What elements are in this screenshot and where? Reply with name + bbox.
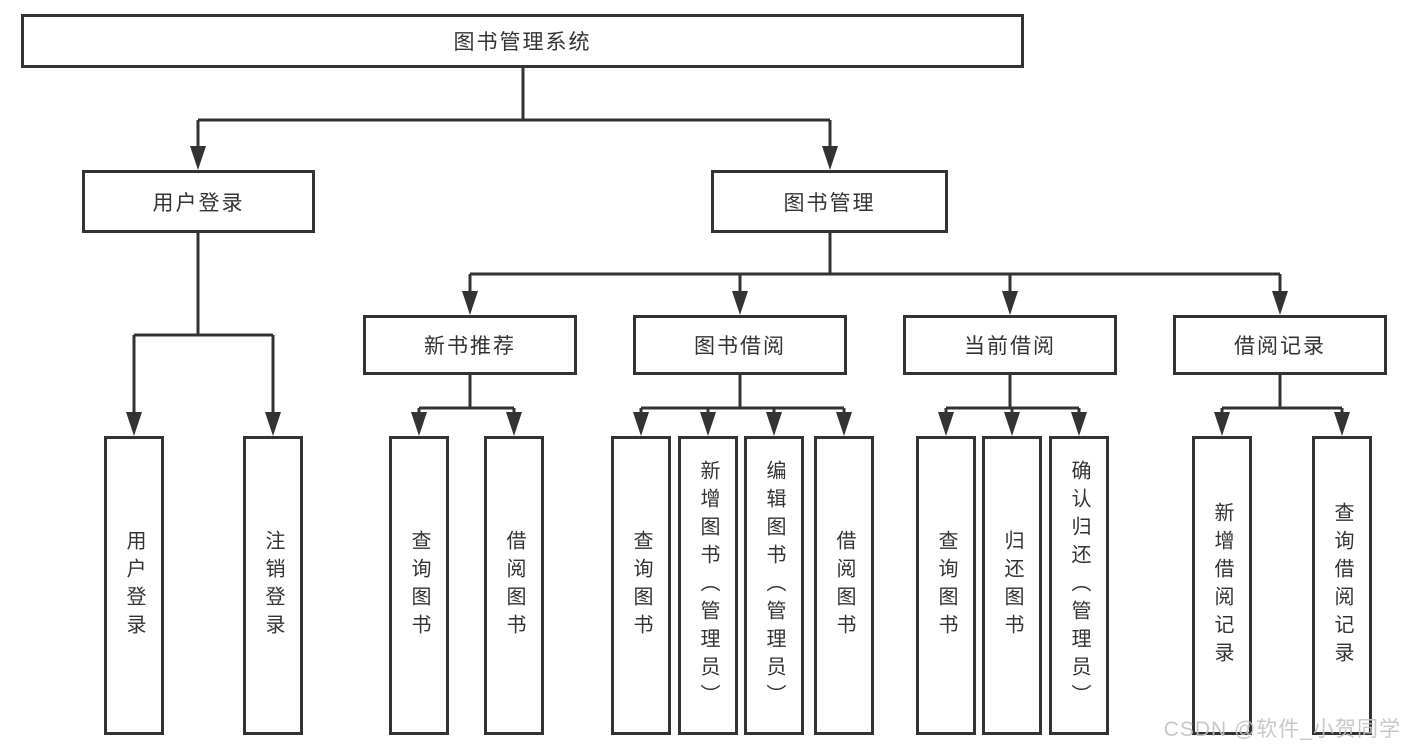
arrowhead [836, 412, 852, 436]
arrowhead [732, 291, 748, 315]
arrowhead [126, 412, 142, 436]
arrowhead [411, 412, 427, 436]
arrowhead [1071, 412, 1087, 436]
leaf-confirm-return-admin-label: 确认归还（管理员） [1068, 459, 1090, 712]
arrowheads [126, 146, 1350, 436]
leaf-confirm-return-admin: 确认归还（管理员） [1049, 436, 1109, 735]
arrowhead [190, 146, 206, 170]
leaf-query-borrow-record: 查询借阅记录 [1312, 436, 1372, 735]
node-borrow-records: 借阅记录 [1173, 315, 1387, 375]
arrowhead [462, 291, 478, 315]
leaf-edit-books-admin: 编辑图书（管理员） [744, 436, 804, 735]
node-root: 图书管理系统 [21, 14, 1024, 68]
leaf-user-login: 用户登录 [104, 436, 164, 735]
leaf-borrow-books: 借阅图书 [814, 436, 874, 735]
arrowhead [633, 412, 649, 436]
arrowhead [1004, 412, 1020, 436]
node-borrow-records-label: 借阅记录 [1234, 335, 1326, 358]
leaf-query-books-recommend: 查询图书 [389, 436, 449, 735]
leaf-query-borrow-record-label: 查询借阅记录 [1331, 501, 1353, 670]
node-book-management: 图书管理 [711, 170, 948, 233]
leaf-return-books: 归还图书 [982, 436, 1042, 735]
node-new-book-recommend: 新书推荐 [363, 315, 577, 375]
node-root-label: 图书管理系统 [453, 31, 592, 54]
leaf-add-borrow-record: 新增借阅记录 [1192, 436, 1252, 735]
leaf-borrow-books-recommend-label: 借阅图书 [503, 529, 525, 642]
node-new-book-recommend-label: 新书推荐 [424, 335, 516, 358]
arrowhead [1214, 412, 1230, 436]
leaf-query-books-current: 查询图书 [916, 436, 976, 735]
arrowhead [1334, 412, 1350, 436]
arrowhead [1002, 291, 1018, 315]
leaf-query-books-current-label: 查询图书 [935, 529, 957, 642]
csdn-watermark: CSDN @软件_小贺同学 [1163, 718, 1401, 741]
leaf-query-books-borrowing-label: 查询图书 [630, 529, 652, 642]
leaf-return-books-label: 归还图书 [1001, 529, 1023, 642]
node-book-borrowing: 图书借阅 [633, 315, 847, 375]
leaf-query-books-borrowing: 查询图书 [611, 436, 671, 735]
arrowhead [1272, 291, 1288, 315]
arrowhead [506, 412, 522, 436]
node-user-login: 用户登录 [82, 170, 315, 233]
arrowhead [265, 412, 281, 436]
leaf-borrow-books-recommend: 借阅图书 [484, 436, 544, 735]
arrowhead [822, 146, 838, 170]
arrowhead [938, 412, 954, 436]
node-book-management-label: 图书管理 [783, 191, 876, 215]
connector-segments [132, 68, 1344, 414]
leaf-add-books-admin-label: 新增图书（管理员） [697, 459, 719, 712]
node-book-borrowing-label: 图书借阅 [694, 335, 786, 358]
leaf-borrow-books-label: 借阅图书 [833, 529, 855, 642]
leaf-query-books-recommend-label: 查询图书 [408, 529, 430, 642]
leaf-add-books-admin: 新增图书（管理员） [678, 436, 738, 735]
leaf-edit-books-admin-label: 编辑图书（管理员） [763, 459, 785, 712]
node-current-borrowing-label: 当前借阅 [964, 335, 1056, 358]
leaf-user-login-label: 用户登录 [123, 529, 145, 642]
arrowhead [766, 412, 782, 436]
leaf-logout: 注销登录 [243, 436, 303, 735]
node-current-borrowing: 当前借阅 [903, 315, 1117, 375]
leaf-add-borrow-record-label: 新增借阅记录 [1211, 501, 1233, 670]
node-user-login-label: 用户登录 [152, 191, 245, 215]
leaf-logout-label: 注销登录 [262, 529, 284, 642]
arrowhead [700, 412, 716, 436]
